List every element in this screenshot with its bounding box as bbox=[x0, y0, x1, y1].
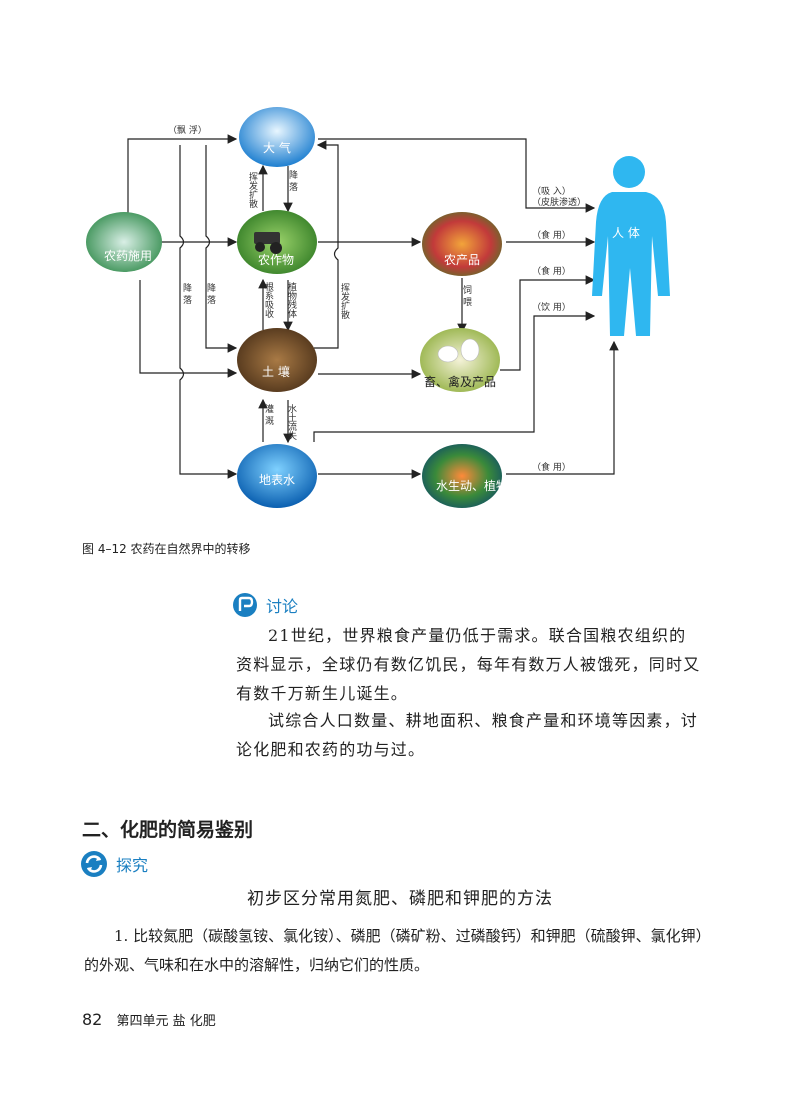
svg-text:农药施用: 农药施用 bbox=[104, 249, 152, 263]
explore-paragraph-1: 1. 比较氮肥（碳酸氢铵、氯化铵）、磷肥（磷矿粉、过磷酸钙）和钾肥（硫酸钾、氯化… bbox=[84, 927, 711, 974]
figure-caption: 图 4–12 农药在自然界中的转移 bbox=[82, 542, 251, 556]
svg-text:（飘 浮）: （飘 浮） bbox=[168, 124, 207, 136]
svg-text:挥发扩散: 挥发扩散 bbox=[339, 282, 350, 320]
node-crops: 农作物 bbox=[237, 210, 317, 274]
svg-text:降 落: 降 落 bbox=[287, 169, 298, 192]
node-livestock: 畜、禽及产品 bbox=[420, 328, 500, 392]
svg-text:降 落: 降 落 bbox=[181, 282, 192, 305]
discussion-header: 讨论 bbox=[232, 592, 298, 618]
node-human: 人 体 bbox=[592, 156, 670, 336]
node-products: 农产品 bbox=[422, 212, 502, 276]
svg-text:（吸 入）: （吸 入） bbox=[532, 186, 571, 197]
discussion-paragraph-2: 试综合人口数量、耕地面积、粮食产量和环境等因素，讨论化肥和农药的功与过。 bbox=[236, 711, 699, 759]
svg-text:植物残体: 植物残体 bbox=[286, 281, 297, 319]
svg-text:灌 溉: 灌 溉 bbox=[263, 403, 274, 426]
svg-text:大 气: 大 气 bbox=[263, 140, 291, 155]
svg-text:地表水: 地表水 bbox=[259, 473, 295, 487]
svg-text:土 壤: 土 壤 bbox=[262, 364, 290, 379]
svg-text:畜、禽及产品: 畜、禽及产品 bbox=[424, 374, 496, 389]
explore-title: 探究 bbox=[116, 856, 149, 875]
node-soil: 土 壤 bbox=[237, 328, 317, 392]
svg-text:饲 喂: 饲 喂 bbox=[461, 284, 472, 307]
svg-text:人 体: 人 体 bbox=[612, 226, 640, 240]
node-aquatic: 水生动、植物 bbox=[422, 444, 508, 508]
svg-text:（饮 用）: （饮 用） bbox=[532, 301, 571, 313]
pesticide-transfer-diagram: 大 气 农药施用 农作物 农产品 土 壤 畜、禽及产品 地表水 水生动、植物 人… bbox=[86, 107, 670, 508]
unit-title: 第四单元 盐 化肥 bbox=[116, 1014, 216, 1029]
page-number: 82 bbox=[82, 1010, 103, 1029]
page-footer: 82 第四单元 盐 化肥 bbox=[82, 1010, 216, 1029]
svg-text:（食 用）: （食 用） bbox=[532, 461, 571, 473]
explore-subtitle: 初步区分常用氮肥、磷肥和钾肥的方法 bbox=[247, 889, 553, 909]
node-atmosphere: 大 气 bbox=[239, 107, 315, 167]
svg-text:水生动、植物: 水生动、植物 bbox=[436, 478, 508, 493]
svg-text:降 落: 降 落 bbox=[205, 282, 216, 305]
svg-text:（食 用）: （食 用） bbox=[532, 229, 571, 241]
svg-text:（食 用）: （食 用） bbox=[532, 265, 571, 277]
discussion-icon bbox=[233, 593, 257, 617]
explore-header: 探究 bbox=[80, 850, 148, 878]
explore-icon bbox=[81, 851, 107, 877]
node-pesticide: 农药施用 bbox=[86, 212, 162, 272]
svg-text:根系吸收: 根系吸收 bbox=[263, 281, 274, 319]
svg-text:挥发扩散: 挥发扩散 bbox=[247, 171, 258, 209]
discussion-paragraph-1: 21世纪，世界粮食产量仍低于需求。联合国粮农组织的资料显示，全球仍有数亿饥民，每… bbox=[236, 626, 701, 703]
svg-text:农作物: 农作物 bbox=[258, 253, 294, 267]
edge-labels: （飘 浮） 挥发扩散 降 落 降 落 降 落 根系吸收 植物残体 挥发扩散 饲 … bbox=[168, 124, 586, 473]
node-surface-water: 地表水 bbox=[237, 444, 317, 508]
svg-text:（皮肤渗透）: （皮肤渗透） bbox=[532, 196, 586, 208]
discussion-title: 讨论 bbox=[266, 597, 299, 616]
section-title: 二、化肥的简易鉴别 bbox=[82, 819, 254, 841]
svg-text:农产品: 农产品 bbox=[444, 253, 480, 267]
svg-text:水土流失: 水土流失 bbox=[286, 403, 297, 441]
